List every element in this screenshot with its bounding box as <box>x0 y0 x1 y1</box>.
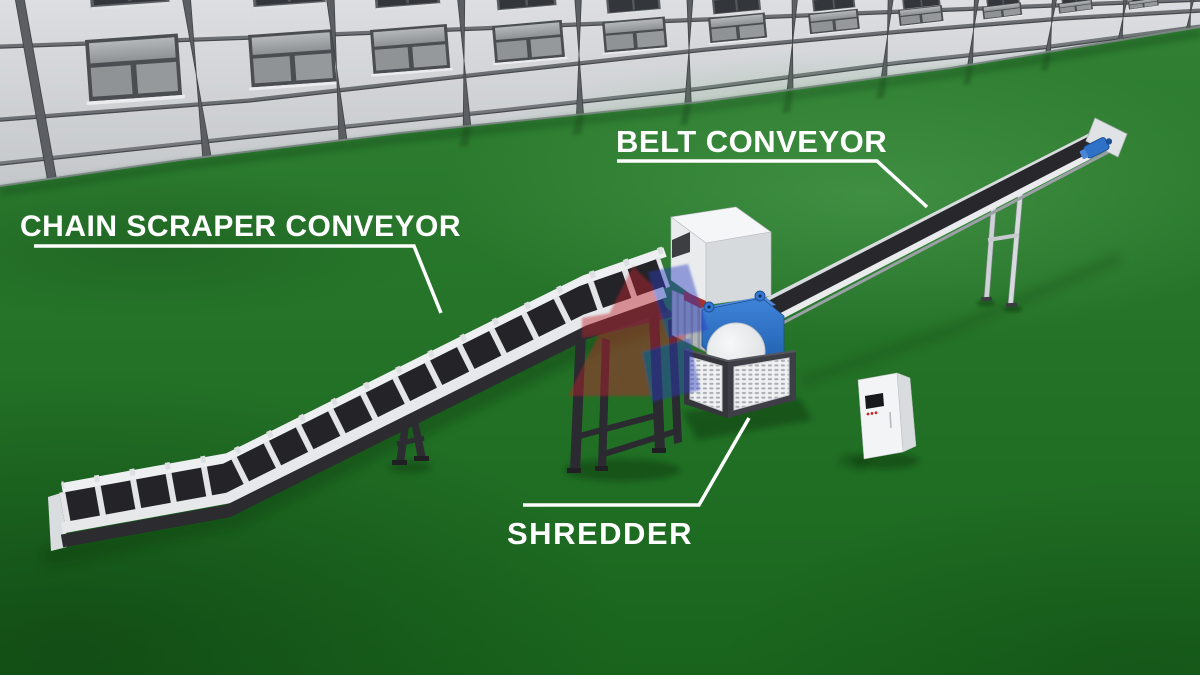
belt-conveyor-head-plate <box>1085 117 1128 158</box>
label-belt-conveyor: BELT CONVEYOR <box>616 124 888 159</box>
leader-shredder <box>523 417 751 507</box>
leader-chain-conveyor <box>34 244 443 314</box>
belt-drive-motor <box>1079 137 1113 160</box>
label-chain-scraper-conveyor: CHAIN SCRAPER CONVEYOR <box>20 210 462 243</box>
watermark-logo <box>568 264 708 402</box>
cabinet-screen <box>865 393 884 409</box>
belt-conveyor <box>732 117 1128 347</box>
column-floor-shadows <box>459 52 1051 147</box>
label-shredder: SHREDDER <box>507 516 693 551</box>
leader-lines <box>34 159 929 507</box>
mesh-panel <box>733 357 790 411</box>
shredder-hopper <box>670 206 772 306</box>
control-cabinet <box>857 372 917 460</box>
leader-belt-conveyor <box>617 159 929 209</box>
